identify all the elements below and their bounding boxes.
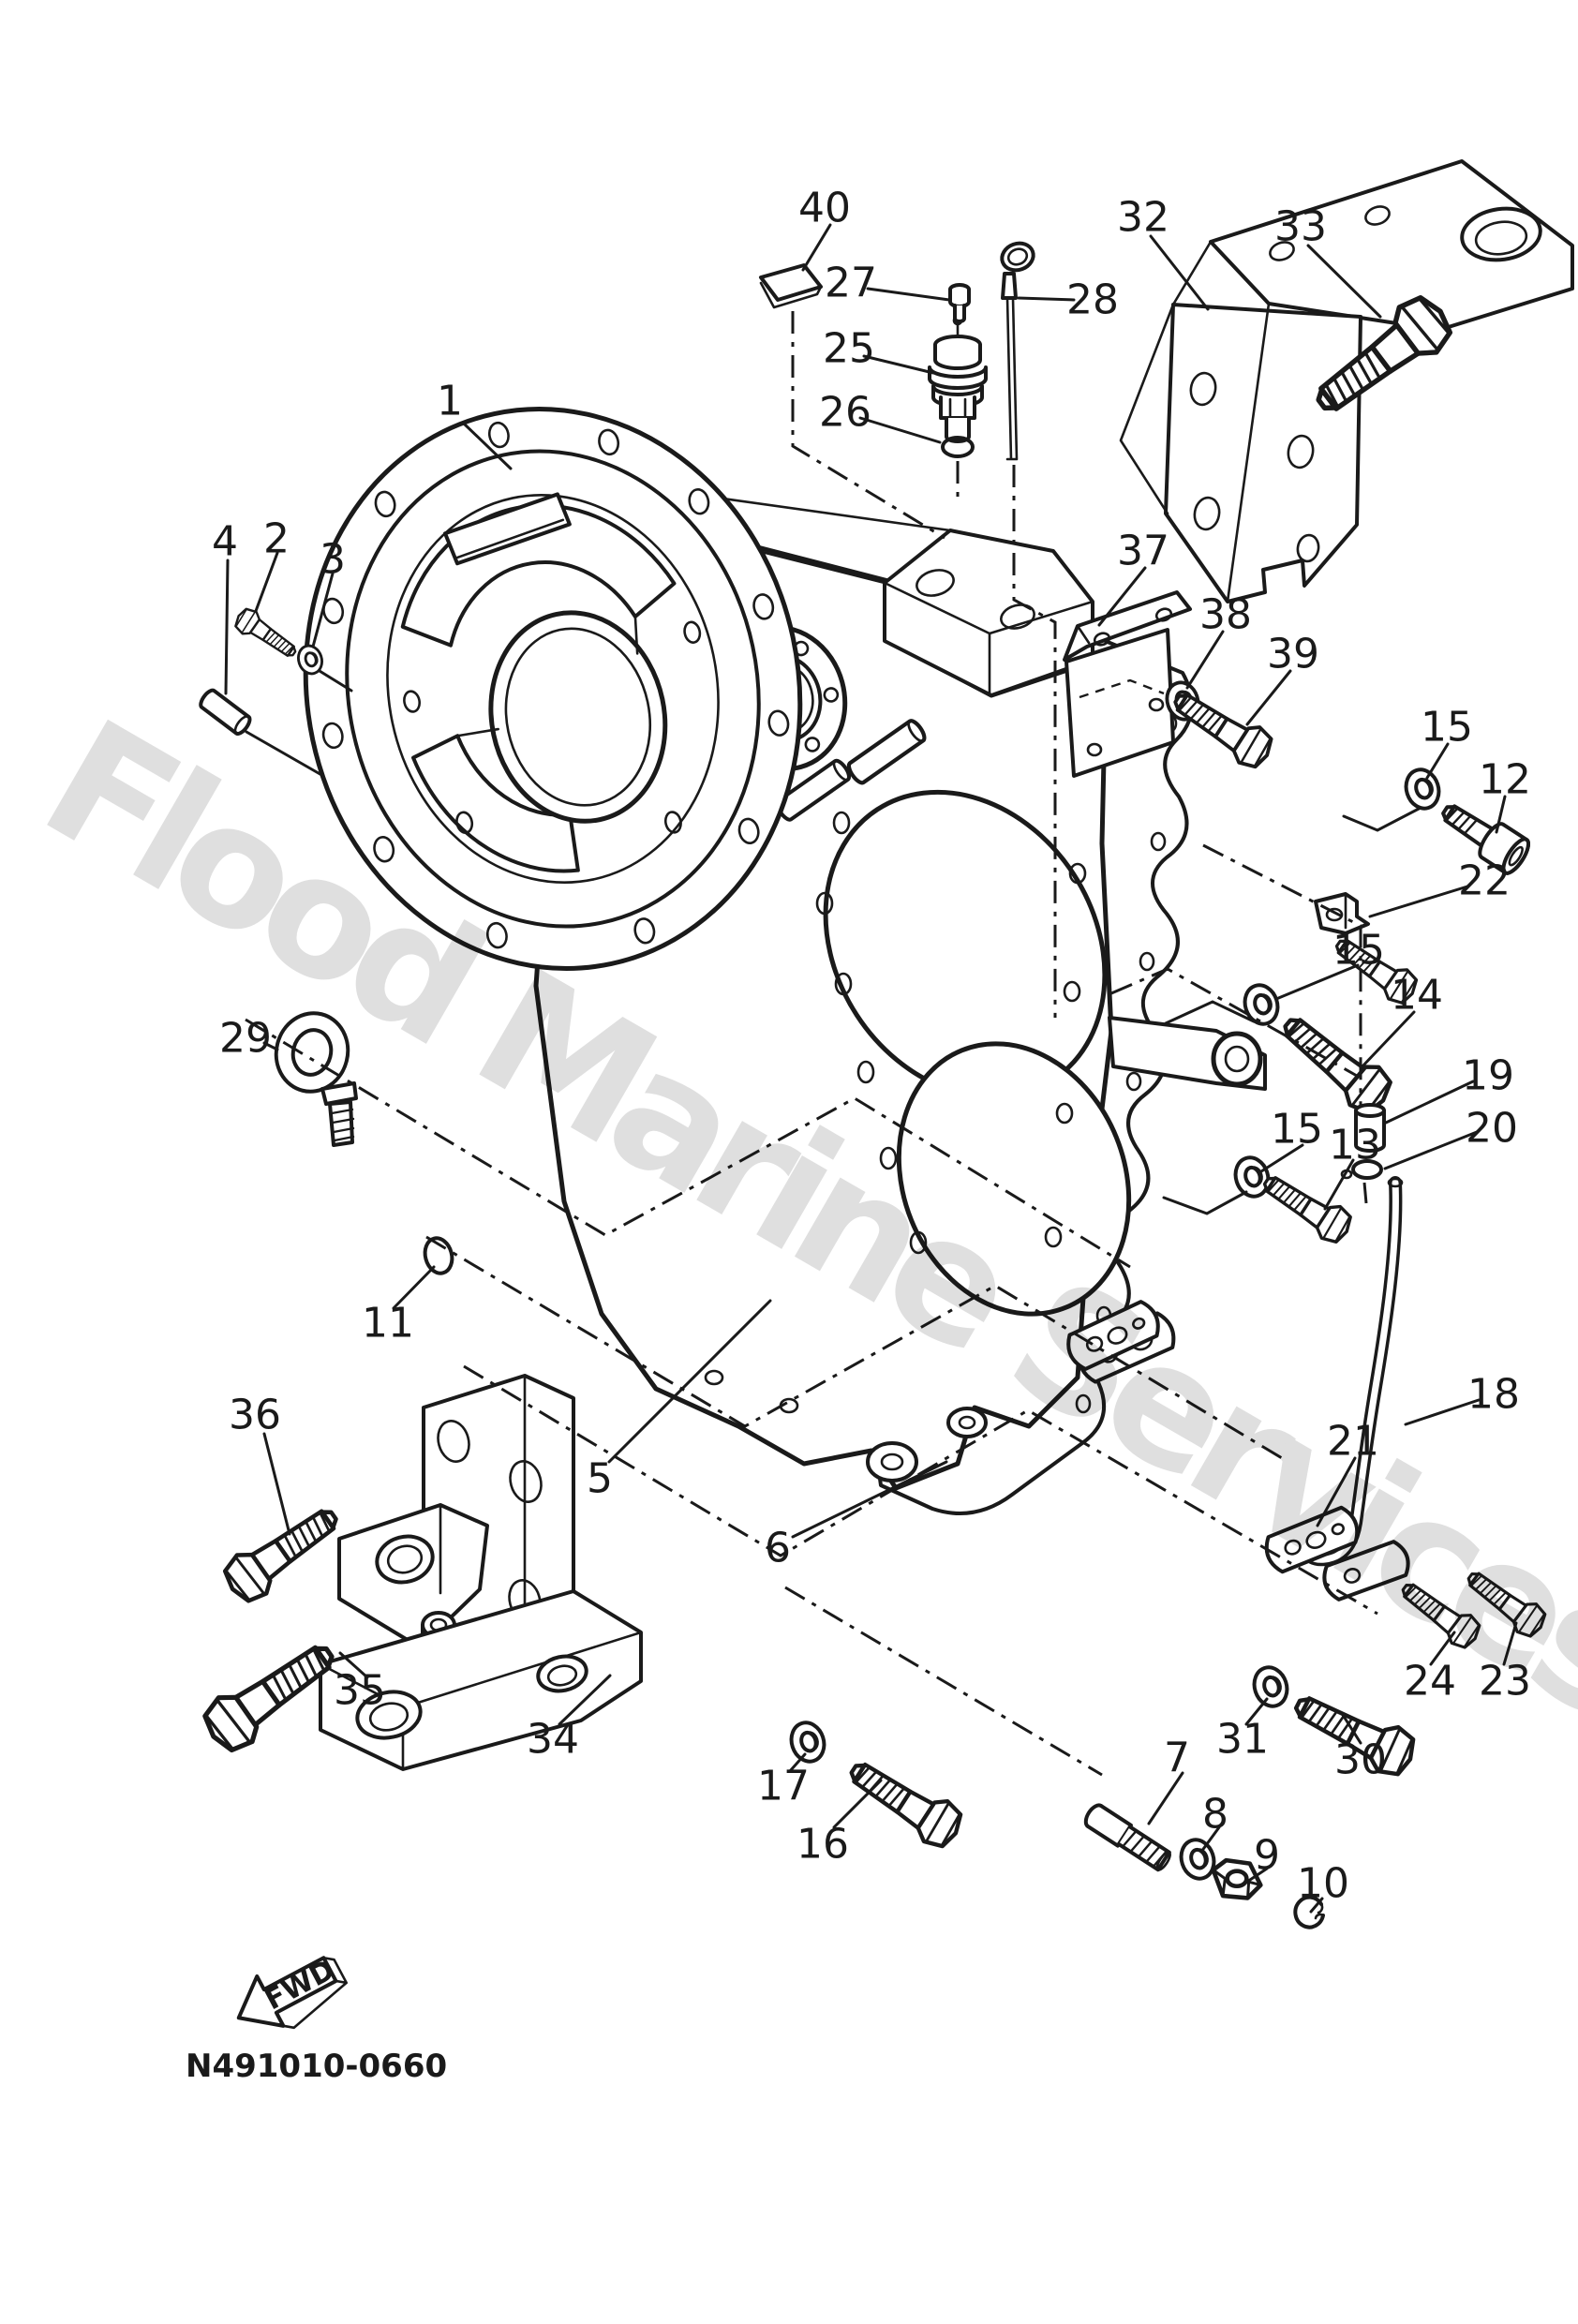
tube-end-flange: [1322, 1540, 1410, 1601]
callout-28: 28: [1066, 276, 1119, 324]
callout-22: 22: [1458, 857, 1511, 905]
callout-4: 4: [212, 518, 238, 566]
part-4-pin: [199, 688, 252, 736]
callout-8: 8: [1202, 1791, 1228, 1839]
callout-35: 35: [334, 1667, 386, 1715]
callout-38: 38: [1199, 591, 1252, 639]
part-40-shim: [759, 263, 823, 309]
callout-30: 30: [1334, 1736, 1387, 1784]
callout-2: 2: [263, 515, 290, 563]
assembly-axis-lines: [245, 311, 1378, 1777]
callout-11: 11: [362, 1300, 414, 1348]
callout-3: 3: [320, 536, 346, 584]
callout-10: 10: [1297, 1860, 1349, 1908]
part-27-bolt: [948, 283, 971, 323]
part-22-clip: [1314, 892, 1370, 935]
callout-33: 33: [1274, 203, 1327, 251]
callout-39: 39: [1267, 631, 1319, 678]
part-28-dipstick: [1000, 241, 1035, 461]
callout-18: 18: [1467, 1371, 1520, 1419]
part-11-o-ring: [423, 1236, 454, 1275]
callout-17: 17: [757, 1763, 810, 1810]
callout-15: 15: [1271, 1106, 1323, 1154]
callout-23: 23: [1479, 1658, 1531, 1706]
callout-25: 25: [823, 325, 875, 373]
callout-20: 20: [1466, 1105, 1518, 1153]
part-21-flange: [1264, 1505, 1360, 1574]
callout-26: 26: [819, 389, 871, 437]
callout-5: 5: [587, 1455, 613, 1503]
callout-32: 32: [1117, 194, 1169, 242]
part-37-bracket: [1063, 590, 1192, 778]
callout-9: 9: [1254, 1832, 1280, 1880]
callout-12: 12: [1479, 756, 1531, 804]
part-1-flywheel-housing-plate: [303, 407, 803, 971]
part-18-tube: [1297, 1176, 1404, 1567]
callout-40: 40: [798, 185, 851, 232]
callout-13: 13: [1329, 1122, 1381, 1169]
callout-34: 34: [527, 1716, 579, 1764]
part-21-flange-installed: [1066, 1300, 1160, 1371]
part-26-o-ring: [941, 436, 975, 458]
leader-lines: [224, 223, 1518, 1914]
part-32-mount-bracket: [1119, 159, 1574, 603]
part-19-bushing: [1354, 1103, 1386, 1153]
part-7-stud: [1083, 1803, 1171, 1872]
part-10-lock-washer: [1293, 1895, 1325, 1929]
drawing-part-number: N491010-0660: [186, 2048, 447, 2085]
callout-29: 29: [219, 1015, 272, 1063]
callout-31: 31: [1216, 1716, 1269, 1764]
callout-7: 7: [1164, 1735, 1190, 1782]
callout-36: 36: [229, 1392, 281, 1439]
callout-37: 37: [1117, 528, 1169, 575]
callout-14: 14: [1391, 972, 1443, 1020]
callout-21: 21: [1327, 1418, 1379, 1466]
callout-19: 19: [1462, 1052, 1514, 1100]
callout-1: 1: [437, 378, 463, 425]
callout-6: 6: [765, 1525, 791, 1572]
callout-16: 16: [796, 1821, 849, 1869]
part-25-plug: [928, 315, 988, 443]
callout-15: 15: [1332, 927, 1385, 975]
callout-24: 24: [1404, 1658, 1456, 1706]
callout-15: 15: [1421, 704, 1473, 752]
callout-27: 27: [825, 260, 877, 307]
